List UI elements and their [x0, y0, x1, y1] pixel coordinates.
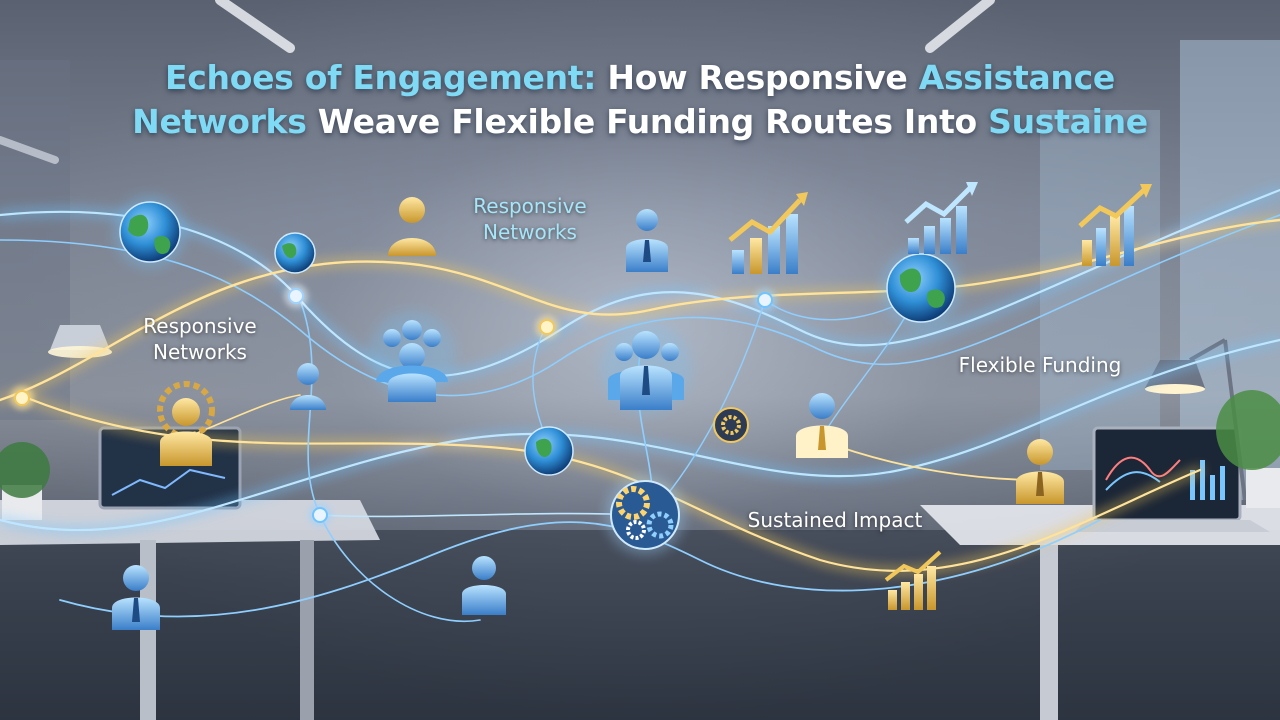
- headline: Echoes of Engagement: How Responsive Ass…: [0, 56, 1280, 144]
- growth-chart-icon: [1078, 184, 1152, 266]
- label-flexible-funding: Flexible Funding: [958, 353, 1122, 377]
- node-dot: [308, 503, 332, 527]
- headline-line-2: Networks Weave Flexible Funding Routes I…: [0, 100, 1280, 144]
- label-responsive-networks-left: Responsive Networks: [143, 314, 257, 364]
- person-icon: [388, 197, 436, 256]
- globe-icon: [881, 248, 961, 328]
- person-icon: [290, 363, 326, 410]
- headline-line-1: Echoes of Engagement: How Responsive Ass…: [0, 56, 1280, 100]
- headline-segment: How Responsive: [607, 58, 919, 97]
- person-icon: [796, 393, 848, 458]
- globe-icon: [114, 196, 186, 268]
- globe-icon: [274, 232, 316, 274]
- plant-icon: [0, 390, 1280, 520]
- growth-chart-icon: [884, 550, 942, 610]
- person-icon: [157, 381, 215, 466]
- growth-chart-icon: [904, 182, 978, 254]
- node-dot: [284, 284, 308, 308]
- headline-segment: Assistance: [918, 58, 1116, 97]
- person-icon: [462, 556, 506, 615]
- headline-segment: Networks: [132, 102, 318, 141]
- node-dot: [535, 315, 559, 339]
- gear-icon: [605, 475, 685, 555]
- node-dot: [753, 288, 777, 312]
- growth-chart-icon: [728, 192, 808, 274]
- label-sustained-impact: Sustained Impact: [747, 508, 923, 532]
- headline-segment: Weave Flexible Funding Routes Into: [317, 102, 989, 141]
- globe-icon: [524, 426, 574, 476]
- label-responsive-networks-top: Responsive Networks: [473, 194, 587, 244]
- group-icon: [368, 311, 456, 402]
- network-nodes: [10, 284, 777, 527]
- person-icon: [1016, 439, 1064, 504]
- group-icon: [600, 322, 692, 414]
- person-icon: [112, 565, 160, 630]
- gear-icon: [713, 407, 749, 443]
- person-icon: [626, 209, 668, 272]
- headline-segment: Sustaine: [988, 102, 1148, 141]
- node-dot: [10, 386, 34, 410]
- headline-segment: Echoes of Engagement:: [165, 58, 608, 97]
